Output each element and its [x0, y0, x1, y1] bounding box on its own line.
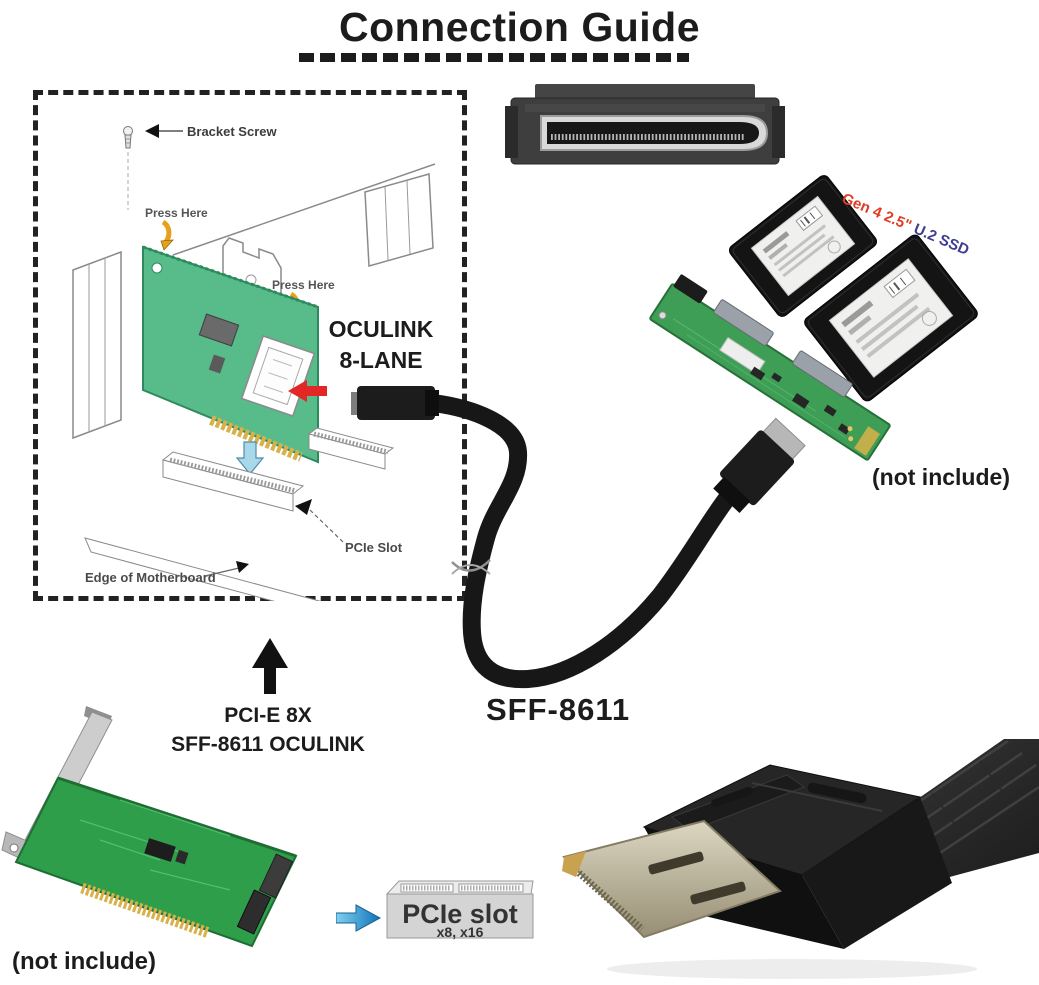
ssd-assembly [649, 175, 978, 461]
adapter-callout-line1: PCI-E 8X [224, 704, 312, 727]
bracket-screw-label: Bracket Screw [187, 124, 277, 139]
motherboard-edge-arrow-icon [236, 561, 249, 573]
slot-graphic-sublabel: x8, x16 [437, 924, 484, 940]
card-chip [198, 313, 240, 347]
motherboard-edge-drawing [84, 537, 322, 601]
u2-ssd-front [804, 234, 978, 402]
pcie-slot-arrow-icon [295, 499, 312, 515]
red-arrow-icon [288, 380, 327, 402]
page-title: Connection Guide [338, 4, 701, 50]
ssd-label [750, 195, 856, 297]
card-board [14, 776, 298, 948]
case-edge-line [172, 163, 436, 256]
power-connector [673, 274, 708, 304]
connector-metal-tip [562, 819, 782, 939]
card-gold-fingers [209, 415, 303, 462]
insert-down-arrow-icon [235, 441, 265, 475]
bracket-screw-icon [123, 126, 133, 210]
blue-right-arrow-icon [336, 904, 382, 932]
pcie-card-drawing [142, 245, 319, 464]
u2-connector [713, 299, 774, 346]
oculink-callout-line2: 8-LANE [339, 347, 423, 373]
card-chip-small [208, 354, 226, 374]
press-here-mid-label: Press Here [272, 278, 335, 292]
connector-slot [547, 122, 759, 144]
fpc-connector [719, 336, 766, 375]
install-diagram-drawing: Bracket Screw Press Here Press Here [72, 124, 436, 601]
oculink-callout: OCULINK 8-LANE [322, 314, 440, 376]
slot-bracket-left [72, 250, 122, 440]
slot-bracket-right [364, 173, 434, 267]
motherboard-edge-label: Edge of Motherboard [85, 570, 216, 585]
sff8611-label: SFF-8611 [486, 692, 631, 727]
adapter-pcb [649, 274, 891, 461]
card-oculink-port-1 [258, 853, 294, 899]
pcie-card-photo [1, 706, 298, 948]
oculink-callout-line1: OCULINK [328, 316, 434, 342]
pcie-slot-drawing [161, 427, 395, 512]
card-gold-fingers [80, 882, 211, 939]
slot-graphic-label: PCIe slot [402, 899, 518, 929]
u2-ssd-back [728, 175, 878, 317]
not-include-label-left: (not include) [12, 948, 156, 975]
u2-connector [792, 350, 853, 398]
install-diagram-box [33, 90, 467, 601]
connector-macro-photo [562, 739, 1039, 979]
bracket-screw-arrow-icon [145, 124, 159, 138]
card-mount-hole [151, 262, 163, 274]
sff8611-connector-photo [505, 84, 785, 165]
title-underline [299, 53, 689, 62]
press-here-top-label: Press Here [145, 206, 208, 220]
not-include-label-right: (not include) [872, 464, 1010, 490]
pcie-slot-graphic: PCIe slot x8, x16 [385, 880, 534, 940]
card-oculink-port-2 [236, 889, 272, 935]
pcie-slot-label: PCIe Slot [345, 540, 403, 555]
up-arrow-icon [252, 638, 288, 694]
adapter-callout-line2: SFF-8611 OCULINK [171, 733, 365, 756]
press-here-top-arrow-icon [160, 219, 174, 251]
